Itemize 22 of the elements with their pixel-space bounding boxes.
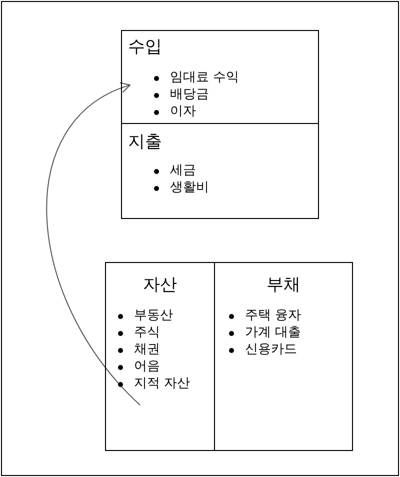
- list-item: 채권: [134, 342, 160, 357]
- section-box: [121, 123, 319, 219]
- list-item: 이자: [170, 104, 196, 119]
- heading: 부채: [266, 274, 300, 296]
- heading: 자산: [143, 274, 177, 296]
- list-item: 어음: [134, 359, 160, 374]
- column-box: [105, 262, 215, 451]
- list-item: 주식: [134, 325, 160, 340]
- list-item: 임대료 수익: [170, 70, 240, 85]
- heading: 지출: [128, 131, 162, 153]
- heading: 수입: [128, 36, 162, 58]
- list-item: 세금: [170, 163, 196, 178]
- list-item: 가계 대출: [245, 325, 302, 340]
- column-box: [214, 262, 353, 451]
- list-item: 생활비: [170, 180, 209, 195]
- list-item: 신용카드: [245, 342, 297, 357]
- list-item: 배당금: [170, 87, 209, 102]
- list-item: 주택 융자: [245, 308, 302, 323]
- curved-arrow: [46, 83, 140, 406]
- list-item: 부동산: [134, 308, 173, 323]
- section-box: [121, 30, 319, 124]
- list-item: 지적 자산: [134, 376, 190, 391]
